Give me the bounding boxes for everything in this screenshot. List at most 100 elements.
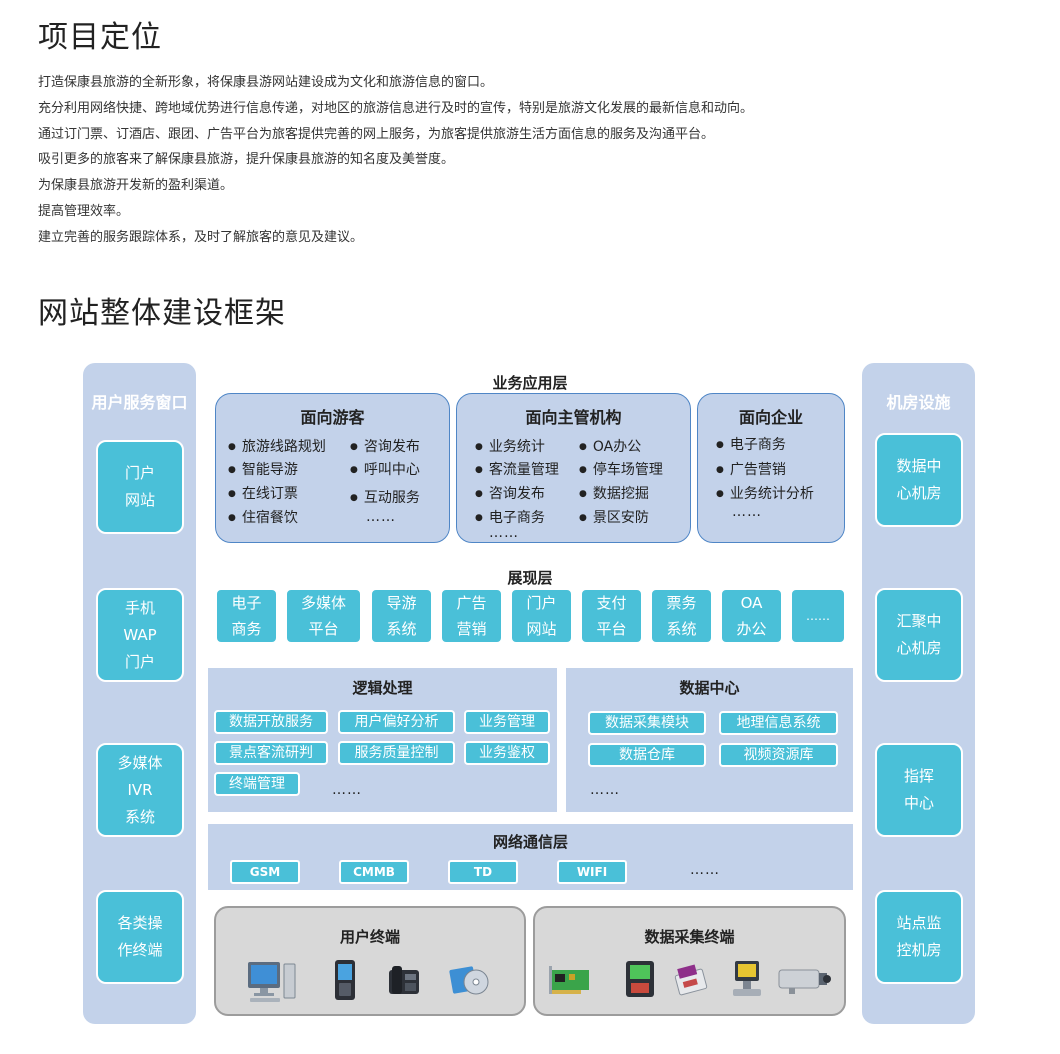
intro-line: 建立完善的服务跟踪体系，及时了解旅客的意见及建议。 <box>38 229 364 245</box>
right-item-text: 控机房 <box>896 941 942 959</box>
panel-item: 广告营销 <box>716 459 786 479</box>
presentation-layer-title: 展现层 <box>507 569 553 587</box>
network-title: 网络通信层 <box>492 833 568 851</box>
datacenter-title: 数据中心 <box>679 679 740 697</box>
pres-oa: OA 办公 <box>720 588 783 644</box>
logic-title: 逻辑处理 <box>352 679 413 697</box>
datacenter-item: 视频资源库 <box>719 743 838 767</box>
business-layer-title: 业务应用层 <box>492 374 568 392</box>
panel-item: 咨询发布 <box>475 483 545 503</box>
pres-text: 门户 <box>526 594 557 612</box>
pres-text: 导游 <box>386 594 417 612</box>
datacenter-ellipsis: …… <box>590 782 620 798</box>
pres-ticketing: 票务系统 <box>650 588 713 644</box>
pres-more: …… <box>790 588 846 644</box>
panel-item: 业务统计 <box>475 436 545 456</box>
desktop-computer-icon <box>248 962 296 1002</box>
network-card-icon <box>549 966 589 994</box>
network-item: TD <box>448 860 518 884</box>
network-item: WIFI <box>557 860 627 884</box>
left-item-text: 系统 <box>124 807 155 826</box>
user-service-window-title: 用户服务窗口 <box>91 393 188 412</box>
pres-text: OA <box>740 594 763 612</box>
logic-ellipsis: …… <box>332 782 362 798</box>
heading-site-framework: 网站整体建设框架 <box>38 296 286 331</box>
pres-text: 票务 <box>666 594 697 612</box>
cctv-camera-icon <box>778 969 831 994</box>
network-item: GSM <box>230 860 300 884</box>
left-item-text: 门户 <box>124 652 155 671</box>
pres-text: 营销 <box>456 620 487 638</box>
left-item-text: 网站 <box>124 491 155 509</box>
pres-text: …… <box>806 609 830 623</box>
heading-project-positioning: 项目定位 <box>38 20 162 55</box>
right-item-text: 汇聚中 <box>896 612 942 630</box>
network-ellipsis: …… <box>690 862 720 878</box>
right-item-text: 中心 <box>903 794 934 812</box>
card-reader-icon <box>626 961 654 997</box>
panel-item: 数据挖掘 <box>579 483 649 503</box>
left-item-portal: 门户网站 <box>96 440 184 534</box>
panel-item: 电子商务 <box>475 507 545 527</box>
panel-tourists: 面向游客 旅游线路规划 智能导游 在线订票 住宿餐饮 咨询发布 呼叫中心 互动服… <box>215 393 450 543</box>
logic-item: 服务质量控制 <box>338 741 455 765</box>
logic-item: 数据开放服务 <box>214 710 328 734</box>
panel-item: 咨询发布 <box>350 436 420 456</box>
pres-text: 系统 <box>386 620 417 638</box>
panel-item: 电子商务 <box>716 434 786 454</box>
panel-authorities: 面向主管机构 业务统计 客流量管理 咨询发布 电子商务 OA办公 停车场管理 数… <box>456 393 691 543</box>
panel-item: OA办公 <box>579 436 641 456</box>
logic-section: 逻辑处理 数据开放服务 用户偏好分析 业务管理 景点客流研判 服务质量控制 业务… <box>208 668 557 812</box>
left-item-terminal: 各类操作终端 <box>96 890 184 984</box>
pres-portal: 门户网站 <box>510 588 573 644</box>
pres-text: 电子 <box>231 594 262 612</box>
logic-item: 业务管理 <box>464 710 550 734</box>
intro-line: 充分利用网络快捷、跨地域优势进行信息传递，对地区的旅游信息进行及时的宣传，特别是… <box>38 100 754 116</box>
panel-item: 互动服务 <box>350 487 420 507</box>
left-item-text: 门户 <box>124 464 155 482</box>
panel-title: 面向游客 <box>300 408 365 427</box>
user-terminal-panel: 用户终端 <box>214 906 526 1016</box>
intro-line: 提高管理效率。 <box>38 203 130 219</box>
datacenter-item: 数据仓库 <box>588 743 706 767</box>
pres-text: 平台 <box>596 620 627 638</box>
intro-line: 吸引更多的旅客来了解保康县旅游，提升保康县旅游的知名度及美誉度。 <box>38 152 455 168</box>
panel-ellipsis: …… <box>732 504 762 520</box>
collect-terminal-panel: 数据采集终端 <box>533 906 846 1016</box>
pres-text: 办公 <box>736 620 767 638</box>
pres-ads: 广告营销 <box>440 588 503 644</box>
right-item-text: 指挥 <box>903 767 934 785</box>
intro-line: 通过订门票、订酒店、跟团、广告平台为旅客提供完善的网上服务，为旅客提供旅游生活方… <box>38 126 715 142</box>
collect-terminal-title: 数据采集终端 <box>644 928 735 946</box>
panel-item: 呼叫中心 <box>350 459 420 479</box>
intro-line: 打造保康县旅游的全新形象，将保康县游网站建设成为文化和旅游信息的窗口。 <box>38 75 494 90</box>
facility-column: 机房设施 数据中心机房 汇聚中心机房 指挥中心 站点监控机房 <box>862 363 975 1024</box>
logic-item: 业务鉴权 <box>464 741 550 765</box>
right-item-text: 心机房 <box>896 484 942 502</box>
panel-item: 景区安防 <box>579 507 649 527</box>
panel-title: 面向主管机构 <box>525 408 622 427</box>
pres-guide: 导游系统 <box>370 588 433 644</box>
pos-terminal-icon <box>674 964 708 996</box>
mobile-phone-icon <box>335 960 355 1000</box>
left-item-text: IVR <box>127 780 153 799</box>
left-item-text: 作终端 <box>117 941 163 959</box>
datacenter-section: 数据中心 数据采集模块 地理信息系统 数据仓库 视频资源库 …… <box>566 668 853 812</box>
panel-item: 智能导游 <box>228 459 298 479</box>
logic-item: 景点客流研判 <box>214 741 328 765</box>
monitor-terminal-icon <box>733 961 761 996</box>
right-item-text: 数据中 <box>896 457 942 475</box>
logic-item: 用户偏好分析 <box>338 710 455 734</box>
intro-list: 打造保康县旅游的全新形象，将保康县游网站建设成为文化和旅游信息的窗口。 充分利用… <box>38 70 753 251</box>
network-item: CMMB <box>339 860 409 884</box>
pres-text: 多媒体 <box>300 594 346 612</box>
pres-payment: 支付平台 <box>580 588 643 644</box>
right-item-aggregation: 汇聚中心机房 <box>875 588 963 682</box>
panel-item: 客流量管理 <box>475 459 559 479</box>
datacenter-item: 地理信息系统 <box>719 711 838 735</box>
right-item-data-center: 数据中心机房 <box>875 433 963 527</box>
desk-telephone-icon <box>389 966 419 994</box>
